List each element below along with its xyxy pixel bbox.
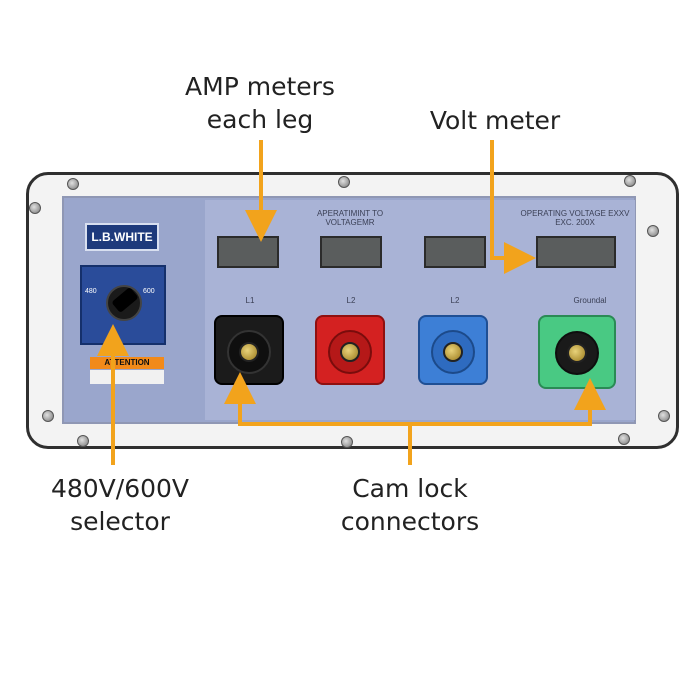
screw	[67, 178, 79, 190]
screw	[42, 410, 54, 422]
meter-header-right: OPERATING VOLTAGE EXXV EXC. 200X	[520, 209, 630, 227]
connector-label-ground: Groundal	[573, 296, 607, 305]
cam-lock-callout-line2: connectors	[340, 507, 480, 536]
connector-label-l2: L2	[346, 296, 356, 305]
cam-lock-l3[interactable]	[418, 315, 488, 385]
cam-lock-socket	[431, 330, 475, 374]
selector-left-mark: 480	[85, 288, 97, 295]
meter-header-left-line2: VOLTAGEMR	[325, 218, 375, 227]
cam-lock-arrow-bracket	[238, 395, 592, 426]
volt-meter-arrow	[490, 140, 536, 274]
cam-lock-socket	[555, 331, 599, 375]
meter-header-right-line1: OPERATING VOLTAGE EXXV	[520, 209, 630, 218]
volt-meter-callout: Volt meter	[429, 106, 561, 135]
screw	[341, 436, 353, 448]
connector-label-l1: L1	[245, 296, 255, 305]
amp-meters-callout-line1: AMP meters	[185, 72, 335, 101]
cam-lock-pin	[239, 342, 259, 362]
screw	[618, 433, 630, 445]
cam-lock-ground[interactable]	[538, 315, 616, 389]
cam-lock-socket	[227, 330, 271, 374]
amp-meter-l3	[424, 236, 486, 268]
meter-header-right-line2: EXC. 200X	[555, 218, 595, 227]
attention-sticker: ATTENTION	[90, 357, 164, 369]
screw	[77, 435, 89, 447]
screw	[338, 176, 350, 188]
amp-meters-callout-line2: each leg	[206, 105, 314, 134]
cam-lock-pin	[443, 342, 463, 362]
volt-meter	[536, 236, 616, 268]
cam-lock-callout-line1: Cam lock	[352, 474, 468, 503]
selector-callout-line2: selector	[70, 507, 170, 536]
cam-lock-pin	[340, 342, 360, 362]
cam-lock-socket	[328, 330, 372, 374]
screw	[647, 225, 659, 237]
meter-header-left-line1: APERATIMINT TO	[316, 209, 384, 218]
amp-meters-callout: AMP meters each leg	[170, 70, 350, 136]
cam-lock-callout: Cam lock connectors	[320, 472, 500, 538]
screw	[624, 175, 636, 187]
cam-lock-l2[interactable]	[315, 315, 385, 385]
screw	[29, 202, 41, 214]
selector-callout: 480V/600V selector	[30, 472, 210, 538]
attention-fine-print	[90, 370, 164, 384]
cam-lock-pin	[567, 343, 587, 363]
screw	[658, 410, 670, 422]
meter-header-left: APERATIMINT TO VOLTAGEMR	[300, 209, 400, 227]
connector-label-l3: L2	[450, 296, 460, 305]
selector-right-mark: 600	[143, 288, 155, 295]
selector-callout-line1: 480V/600V	[50, 474, 190, 503]
lb-white-logo: L.B.WHITE	[85, 223, 159, 251]
amp-meter-l2	[320, 236, 382, 268]
